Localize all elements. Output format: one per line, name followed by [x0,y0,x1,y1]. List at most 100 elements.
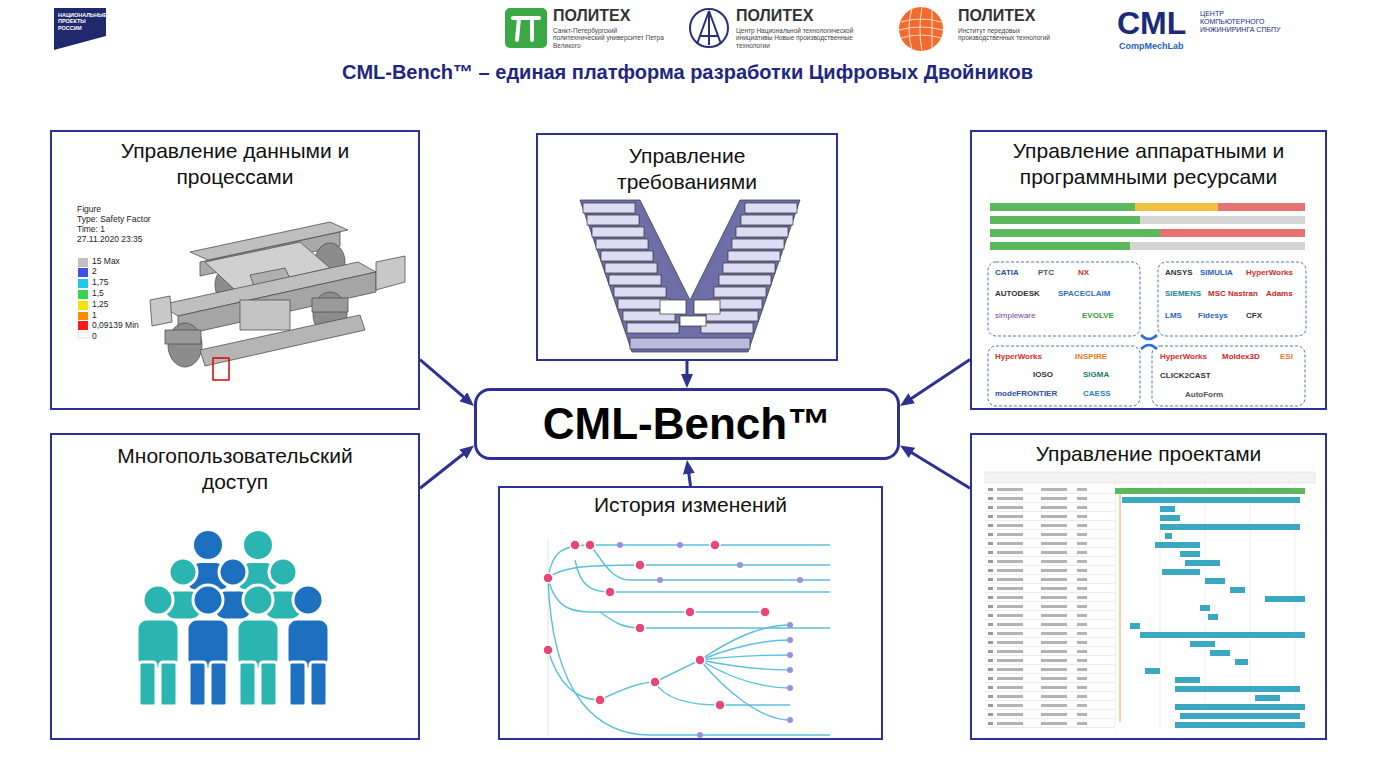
panel-bracket-part [1141,345,1157,349]
history-tree-part-part [737,562,743,568]
software-name: Fidesys [1198,311,1228,320]
software-name: CATIA [995,268,1019,277]
polytech-logo-navy-part [697,11,721,45]
v-model-part-part [719,275,771,285]
plot-note: Figure [77,205,101,215]
module-box: Многопользовательский доступ [50,433,420,740]
bogie-drawing-part [213,358,229,380]
software-name: SPACECLAIM [1058,289,1110,298]
history-tree-part-part [600,660,700,700]
module-box: Управление данными и процессами [50,130,420,410]
v-model-part-part [714,287,766,297]
plot-note: 27.11.2020 23:35 [77,235,143,245]
history-tree-part-part [617,542,623,548]
bogie-drawing [150,222,405,380]
software-panels-part [988,346,1140,406]
people-icon-part-part [310,662,327,706]
history-tree-part [548,545,830,735]
v-model-part-part [614,287,666,297]
logo-text: CML [1117,5,1186,42]
gantt-chart-part [985,485,1115,728]
people-icon-part [287,585,329,706]
gantt-chart-part [1122,497,1305,728]
people-icon-part-part [243,585,273,615]
history-tree-part [543,540,770,710]
history-tree-part-part [710,540,720,550]
plot-note: Type: Safety Factor [77,215,151,225]
history-tree-part-part [700,660,790,720]
resource-bars-part [1218,203,1305,211]
v-model-part-part [587,215,639,225]
history-tree-part-part [697,732,703,738]
history-tree-part-part [787,685,793,691]
national-projects-logo-part [54,8,106,50]
software-name: AUTODESK [995,289,1040,298]
logo-text: ПОЛИТЕХ [736,7,813,25]
panel-bracket [1141,335,1157,349]
software-name: ANSYS [1165,268,1193,277]
gantt-chart-part-part [1175,704,1305,710]
gantt-chart-part-part [1230,587,1245,593]
people-icon-part-part [143,585,173,615]
v-model-part [580,200,800,352]
gantt-chart-part [1120,492,1121,722]
connector-arrow [909,451,970,488]
page-title: CML-Bench™ – единая платформа разработки… [342,61,1033,84]
colorbar-part [78,268,88,277]
gantt-chart [985,472,1315,730]
history-tree-part-part [585,540,595,550]
history-tree-part-part [605,587,615,597]
v-model-part-part [605,263,657,273]
connector-arrow [688,470,690,486]
v-model-part-part [660,300,686,314]
software-panels-part [1158,262,1306,336]
gantt-chart-part-part [1175,686,1300,692]
software-name: HyperWorks [1160,352,1207,361]
history-tree-part-part [787,637,793,643]
people-icon-part-part [289,662,306,706]
polytech-logo-orange-part [899,7,943,51]
software-name: Adams [1266,289,1293,298]
history-tree-part-part [548,565,830,578]
logo-text: ПОЛИТЕХ [553,7,630,25]
legend-value: 0,09139 Min [92,321,139,331]
history-tree-part-part [657,577,663,583]
v-model-part-part [596,239,648,249]
gantt-chart-part-part [1180,713,1300,719]
people-icon-part-part [293,585,323,615]
panel-bracket-part [1141,335,1157,339]
polytech-logo-green-part [513,18,539,40]
resource-bars-part [990,229,1160,237]
module-box: История изменений [498,486,883,740]
history-tree-part-part [548,578,770,612]
history-tree-part-part [677,542,683,548]
gantt-chart-part-part [1265,596,1305,602]
gantt-chart-part-part [1200,605,1210,611]
software-name: IOSO [1033,370,1053,379]
people-icon-part-part [193,585,223,615]
history-tree-part-part [700,625,790,660]
colorbar-part [78,279,88,288]
history-tree-part-part [635,623,645,633]
history-tree-part-part [635,560,645,570]
software-name: PTC [1038,268,1054,277]
history-tree-part-part [760,607,770,617]
gantt-chart-part-part [1185,560,1220,566]
polytech-logo-orange-part [899,7,943,51]
software-panels-part [988,262,1140,336]
platform-name: CML-Bench™ [543,400,831,448]
history-tree-part-part [548,650,600,700]
gantt-chart-part-part [1190,641,1215,647]
people-icon-part-part [210,662,227,706]
logo-subtitle: CompMechLab [1119,41,1184,51]
colorbar-part [78,301,88,310]
history-tree-part-part [590,545,830,580]
gantt-chart-part-part [1160,506,1175,512]
connector-arrow [420,360,466,400]
legend-value: 1,75 [92,278,109,288]
people-icon-part [194,531,222,559]
software-name: SIGMA [1083,370,1109,379]
module-heading: Управление данными и процессами [105,138,365,190]
